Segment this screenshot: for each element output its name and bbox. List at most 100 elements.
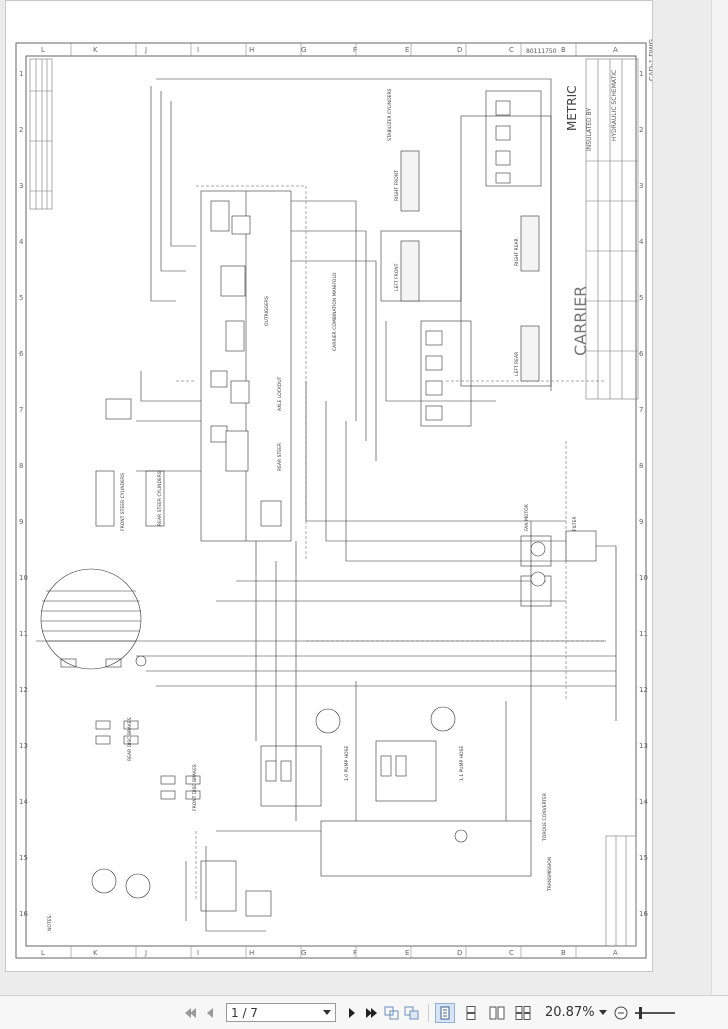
first-page-button[interactable]	[180, 1003, 200, 1023]
swap-pages-icon	[404, 1006, 419, 1019]
zone-row-number: 10	[639, 574, 648, 582]
viewer-toolbar: 1 / 7 20.87%	[0, 995, 728, 1029]
zone-row-number: 5	[19, 294, 23, 302]
zone-column-letter: C	[509, 949, 514, 957]
page-number-select[interactable]: 1 / 7	[226, 1003, 336, 1022]
label-pump-2: 1.1 PUMP HOSE	[459, 746, 465, 781]
last-page-icon	[366, 1007, 377, 1018]
label-carrier-manifold: CARRIER COMBINATION MANIFOLD	[332, 272, 338, 351]
zone-row-number: 14	[19, 798, 28, 806]
zone-row-number: 9	[639, 518, 643, 526]
zone-column-letter: G	[301, 46, 306, 54]
zone-column-letter: K	[93, 949, 98, 957]
zone-column-letter: L	[41, 949, 45, 957]
zone-row-number: 8	[639, 462, 643, 470]
zone-row-number: 6	[19, 350, 24, 358]
zone-column-letter: F	[353, 46, 357, 54]
zone-row-number: 5	[639, 294, 643, 302]
insulated-by: INSULATED BY	[586, 108, 593, 151]
zone-row-number: 4	[639, 238, 644, 246]
zoom-slider-handle[interactable]	[638, 1006, 642, 1019]
two-page-view-button[interactable]	[487, 1003, 507, 1023]
zone-column-letter: J	[144, 46, 147, 54]
carrier-label: CARRIER	[571, 286, 590, 356]
zoom-slider[interactable]	[634, 1006, 675, 1019]
zone-column-letter: H	[249, 949, 254, 957]
next-page-button[interactable]	[342, 1003, 362, 1023]
zoom-level[interactable]: 20.87%	[545, 1005, 595, 1020]
zone-column-letter: L	[41, 46, 45, 54]
zone-column-letter: I	[197, 949, 199, 957]
zone-column-letter: J	[144, 949, 147, 957]
single-page-view-button[interactable]	[435, 1002, 455, 1023]
zone-column-letter: B	[561, 949, 566, 957]
vertical-scrollbar[interactable]	[711, 0, 728, 995]
zoom-out-icon	[614, 1006, 628, 1019]
single-page-icon	[440, 1006, 450, 1019]
first-page-icon	[185, 1007, 196, 1018]
label-rear-steer-cyl: REAR STEER CYLINDERS	[157, 471, 163, 526]
zoom-out-button[interactable]	[611, 1003, 631, 1023]
zone-row-number: 13	[639, 742, 648, 750]
chevron-down-icon	[323, 1009, 331, 1015]
label-pump-1: 1.0 PUMP HOSE	[344, 746, 350, 781]
label-axle-lockout: AXLE LOCKOUT	[277, 376, 283, 411]
zone-row-number: 3	[639, 182, 643, 190]
zone-column-letter: B	[561, 46, 566, 54]
toolbar-separator	[428, 1003, 429, 1022]
label-right-rear: RIGHT REAR	[514, 238, 520, 266]
previous-page-icon	[207, 1007, 213, 1018]
zone-row-number: 12	[639, 686, 648, 694]
label-outriggers: OUTRIGGERS	[264, 296, 270, 326]
zone-row-number: 9	[19, 518, 23, 526]
label-right-front: RIGHT FRONT	[394, 170, 400, 201]
zone-row-number: 7	[639, 406, 643, 414]
zone-row-number: 2	[19, 126, 23, 134]
zone-row-number: 10	[19, 574, 28, 582]
zone-row-number: 8	[19, 462, 23, 470]
rotate-pages-button[interactable]	[382, 1003, 402, 1023]
label-rear-steer: REAR STEER	[277, 443, 283, 471]
page-number-value: 1 / 7	[231, 1005, 258, 1020]
two-page-continuous-button[interactable]	[513, 1003, 533, 1023]
label-rear-disc-brakes: REAR DISC BRAKES	[127, 717, 133, 761]
copy-pages-icon	[384, 1006, 399, 1019]
zone-row-number: 11	[639, 630, 648, 638]
zone-row-number: 13	[19, 742, 28, 750]
last-page-button[interactable]	[362, 1003, 382, 1023]
zone-column-letter: D	[457, 949, 462, 957]
label-torque-converter: TORQUE CONVERTER	[542, 793, 548, 842]
grid-pages-icon	[515, 1005, 531, 1020]
zone-column-letter: C	[509, 46, 514, 54]
next-page-icon	[349, 1007, 355, 1018]
schematic-title: HYDRAULIC SCHEMATIC	[611, 70, 618, 141]
zone-row-number: 6	[639, 350, 644, 358]
continuous-page-icon	[466, 1005, 476, 1020]
label-left-rear: LEFT REAR	[514, 352, 520, 376]
zone-row-number: 16	[19, 910, 28, 918]
two-page-icon	[489, 1006, 505, 1019]
zone-row-number: 7	[19, 406, 23, 414]
zone-column-letter: H	[249, 46, 254, 54]
zone-column-letter: G	[301, 949, 306, 957]
label-front-disc-brakes: FRONT DISC BRAKES	[192, 764, 198, 811]
label-left-front: LEFT FRONT	[394, 263, 400, 291]
zoom-dropdown-icon[interactable]	[598, 1009, 607, 1016]
label-transmission: TRANSMISSION	[547, 857, 553, 892]
zone-column-letter: A	[613, 949, 618, 957]
zone-row-number: 2	[639, 126, 643, 134]
continuous-view-button[interactable]	[461, 1003, 481, 1023]
zone-column-letter: D	[457, 46, 462, 54]
compare-pages-button[interactable]	[402, 1003, 422, 1023]
label-notes: NOTES:	[47, 914, 53, 931]
label-front-steer: FRONT STEER CYLINDERS	[120, 473, 126, 531]
zone-row-number: 15	[19, 854, 28, 862]
zone-row-number: 14	[639, 798, 648, 806]
zone-row-number: 15	[639, 854, 648, 862]
zone-column-letter: A	[613, 46, 618, 54]
label-stabilizer: STABILIZER CYLINDERS	[387, 88, 393, 141]
previous-page-button[interactable]	[200, 1003, 220, 1023]
label-filter: FILTER	[572, 516, 578, 531]
